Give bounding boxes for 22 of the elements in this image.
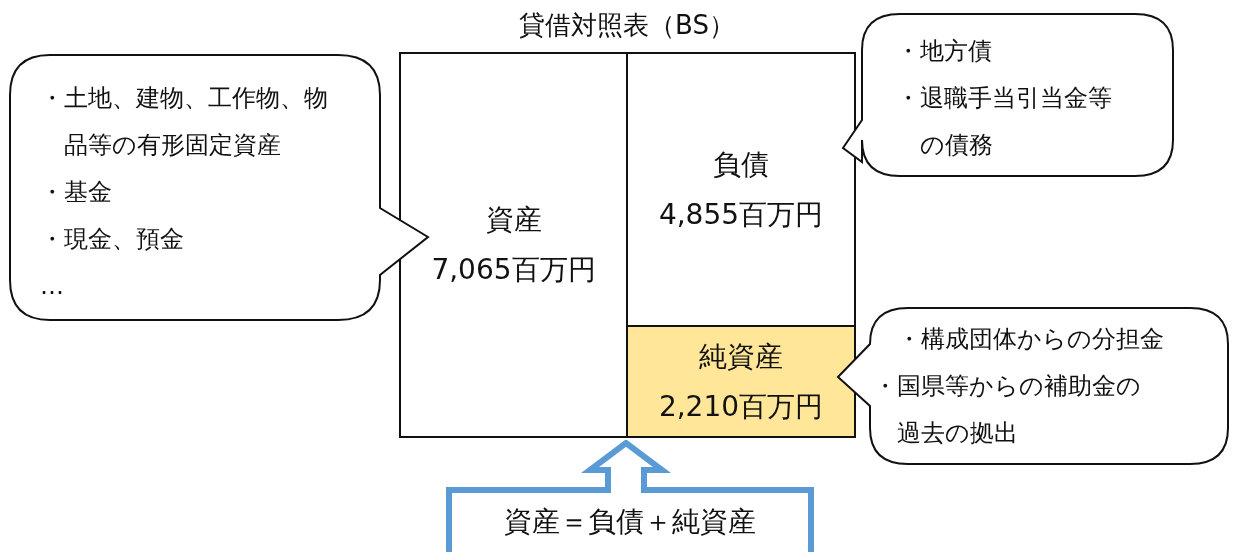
bullet-text: ・土地、建物、工作物、物品等の有形固定資産	[40, 83, 329, 161]
amount-label: 7,065百万円	[431, 252, 596, 288]
bullet-text: ・構成団体からの分担金	[897, 324, 1165, 355]
liability-box	[626, 52, 856, 327]
bullet-text: ・国県等からの補助金の過去の拠出	[873, 371, 1142, 449]
box-heading: 純資産	[699, 338, 783, 375]
formula-callout	[445, 440, 815, 552]
box-heading: 負債	[713, 146, 769, 183]
speech-bubble	[8, 53, 432, 322]
bullet-text: ・現金、預金	[40, 224, 185, 255]
bullet-text: ・基金	[40, 177, 113, 208]
net-asset-box	[626, 325, 856, 438]
box-heading: 資産	[485, 202, 542, 238]
asset-box	[399, 52, 628, 438]
amount-label: 2,210百万円	[658, 388, 824, 425]
amount-label: 4,855百万円	[658, 196, 824, 233]
speech-bubble	[835, 306, 1230, 466]
bullet-text: ・退職手当引当金等の債務	[896, 83, 1113, 161]
title: 貸借対照表（BS）	[518, 9, 736, 42]
bullet-text: ・地方債	[896, 36, 993, 67]
formula-text: 資産＝負債＋純資産	[503, 504, 757, 540]
bullet-text: …	[40, 271, 65, 302]
